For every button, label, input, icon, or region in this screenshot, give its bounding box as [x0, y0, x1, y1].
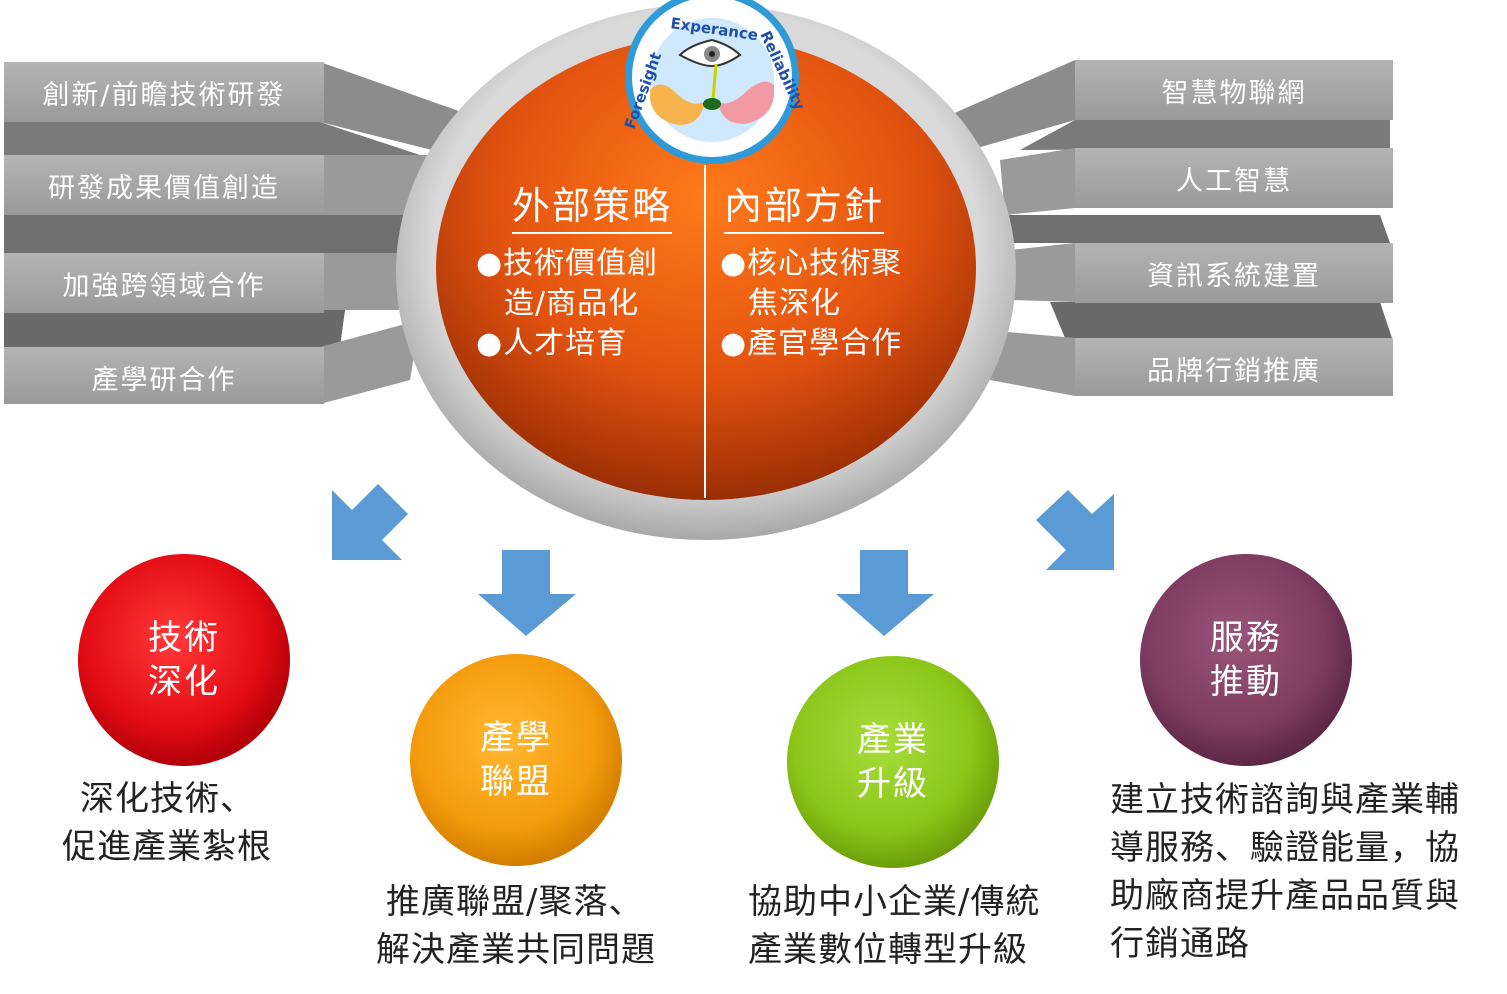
desc-upgrade-line-1: 協助中小企業/傳統	[748, 882, 1041, 922]
desc-tech: 深化技術、 促進產業紮根	[62, 775, 272, 871]
desc-tech-line-2: 促進產業紮根	[62, 827, 272, 867]
external-line-1: ●技術價值創	[476, 246, 659, 281]
internal-policy-heading: 內部方針	[724, 175, 885, 234]
arrow-2	[478, 550, 576, 636]
left-bar-label-4: 產學研合作	[91, 364, 237, 396]
circle-service-line-2: 推動	[1210, 662, 1282, 702]
circle-upgrade	[787, 656, 999, 868]
external-strategy-heading: 外部策略	[512, 175, 673, 234]
desc-service-line-2: 導服務、驗證能量，協	[1110, 828, 1460, 868]
left-bars	[4, 62, 324, 404]
circle-service	[1140, 554, 1352, 766]
arrows	[332, 484, 1114, 636]
desc-upgrade: 協助中小企業/傳統 產業數位轉型升級	[748, 878, 1040, 974]
internal-line-2: 焦深化	[748, 286, 841, 321]
circle-service-label: 服務 推動	[1196, 616, 1296, 704]
left-connectors	[4, 62, 470, 404]
left-bar-label-1: 創新/前瞻技術研發	[42, 79, 286, 111]
right-bar-label-3: 資訊系統建置	[1147, 260, 1321, 292]
desc-service-line-3: 助廠商提升產品品質與	[1110, 876, 1460, 916]
arrow-4	[1036, 490, 1114, 570]
right-bars	[1075, 60, 1393, 396]
desc-service-line-4: 行銷通路	[1110, 924, 1250, 964]
desc-alliance-line-2: 解決產業共同問題	[376, 930, 656, 970]
external-line-2: 造/商品化	[504, 286, 640, 321]
desc-service: 建立技術諮詢與產業輔 導服務、驗證能量，協 助廠商提升產品品質與 行銷通路	[1110, 776, 1460, 968]
circle-alliance-line-1: 產學	[480, 718, 552, 758]
circle-upgrade-label: 產業 升級	[843, 718, 943, 806]
outcome-circles	[78, 554, 1352, 868]
desc-tech-line-1: 深化技術、	[80, 779, 255, 819]
right-connectors	[950, 60, 1392, 396]
circle-alliance-line-2: 聯盟	[480, 762, 552, 802]
arrow-3	[836, 550, 934, 636]
internal-line-1: ●核心技術聚	[720, 246, 903, 281]
left-bar-label-3: 加強跨領域合作	[62, 270, 266, 302]
circle-upgrade-line-2: 升級	[857, 764, 929, 804]
circle-tech-line-1: 技術	[148, 618, 220, 658]
circle-tech-label: 技術 深化	[134, 616, 234, 704]
desc-service-line-1: 建立技術諮詢與產業輔	[1110, 780, 1460, 820]
arrow-1	[332, 484, 410, 560]
circle-service-line-1: 服務	[1210, 618, 1282, 658]
desc-alliance-line-1: 推廣聯盟/聚落、	[386, 882, 644, 922]
desc-alliance: 推廣聯盟/聚落、 解決產業共同問題	[376, 878, 656, 974]
circle-tech-line-2: 深化	[148, 662, 220, 702]
left-bar-label-2: 研發成果價值創造	[48, 172, 280, 204]
desc-upgrade-line-2: 產業數位轉型升級	[748, 930, 1028, 970]
logo	[625, 0, 799, 164]
external-line-3: ●人才培育	[476, 326, 628, 361]
circle-upgrade-line-1: 產業	[857, 720, 929, 760]
right-bar-label-4: 品牌行銷推廣	[1147, 355, 1321, 387]
circle-alliance	[410, 654, 622, 866]
internal-line-3: ●產官學合作	[720, 326, 903, 361]
circle-tech	[78, 554, 290, 766]
circle-alliance-label: 產學 聯盟	[466, 716, 566, 804]
right-bar-label-1: 智慧物聯網	[1161, 77, 1307, 109]
right-bar-label-2: 人工智慧	[1176, 165, 1292, 197]
